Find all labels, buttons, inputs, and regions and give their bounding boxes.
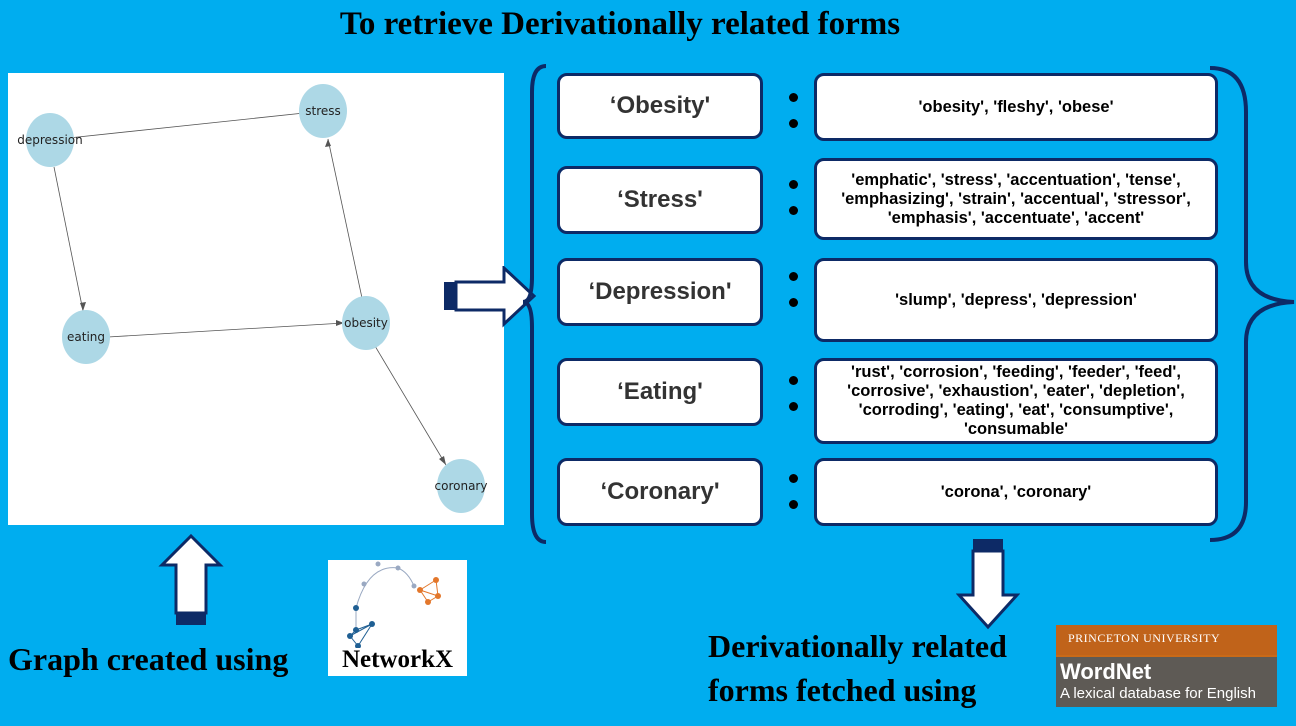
arrowhead-icon bbox=[336, 320, 344, 326]
colon-separator bbox=[786, 93, 800, 145]
forms-box-eating: 'rust', 'corrosion', 'feeding', 'feeder'… bbox=[814, 358, 1218, 444]
graph-node-obesity bbox=[342, 296, 390, 350]
wordnet-caption-line1: Derivationally related bbox=[708, 628, 1007, 664]
edge-depression-eating bbox=[53, 166, 84, 312]
graph-node-label: eating bbox=[67, 330, 105, 344]
wordnet-logo-tagline: A lexical database for English bbox=[1060, 685, 1256, 702]
arrowhead-icon bbox=[80, 302, 86, 311]
term-box-coronary: ‘Coronary' bbox=[557, 458, 763, 526]
wordnet-logo: PRINCETON UNIVERSITY WordNet A lexical d… bbox=[1056, 625, 1277, 707]
left-brace-icon bbox=[522, 64, 547, 544]
down-arrow-icon bbox=[956, 539, 1020, 630]
graph-node-depression bbox=[26, 113, 74, 167]
term-box-stress: ‘Stress' bbox=[557, 166, 763, 234]
edge-obesity-coronary bbox=[374, 345, 447, 466]
graph-node-stress bbox=[299, 84, 347, 138]
page-title: To retrieve Derivationally related forms bbox=[339, 6, 901, 42]
colon-separator bbox=[786, 474, 800, 526]
colon-separator bbox=[786, 180, 800, 232]
term-box-depression: ‘Depression' bbox=[557, 258, 763, 326]
graph-node-label: depression bbox=[17, 133, 82, 147]
graph-node-label: obesity bbox=[344, 316, 388, 330]
graph-caption: Graph created using bbox=[8, 641, 289, 677]
edge-depression-stress bbox=[49, 110, 324, 141]
right-arrow-icon bbox=[444, 266, 537, 328]
colon-separator bbox=[786, 376, 800, 428]
colon-separator bbox=[786, 272, 800, 324]
princeton-university-text: PRINCETON UNIVERSITY bbox=[1068, 631, 1221, 645]
graph-canvas: depression stress eating obesity coronar… bbox=[17, 84, 488, 513]
arrowhead-icon bbox=[325, 139, 331, 147]
wordnet-caption-line2: forms fetched using bbox=[708, 672, 977, 708]
up-arrow-icon bbox=[158, 533, 224, 625]
graph-node-eating bbox=[62, 310, 110, 364]
networkx-graph-icon bbox=[347, 561, 441, 649]
graph-node-label: coronary bbox=[435, 479, 488, 493]
networkx-logo: NetworkX bbox=[328, 560, 467, 676]
edge-eating-obesity bbox=[107, 322, 345, 338]
wordnet-logo-name: WordNet bbox=[1060, 659, 1152, 684]
graph-node-label: stress bbox=[305, 104, 341, 118]
graph-panel: depression stress eating obesity coronar… bbox=[8, 73, 504, 525]
networkx-logo-text: NetworkX bbox=[341, 646, 454, 673]
forms-box-coronary: 'corona', 'coronary' bbox=[814, 458, 1218, 526]
forms-box-obesity: 'obesity', 'fleshy', 'obese' bbox=[814, 73, 1218, 141]
right-brace-icon bbox=[1209, 66, 1295, 542]
arrowhead-icon bbox=[439, 456, 446, 465]
graph-node-coronary bbox=[437, 459, 485, 513]
forms-box-depression: 'slump', 'depress', 'depression' bbox=[814, 258, 1218, 342]
term-box-eating: ‘Eating' bbox=[557, 358, 763, 426]
edge-obesity-stress bbox=[327, 138, 363, 299]
term-box-obesity: ‘Obesity' bbox=[557, 73, 763, 139]
forms-box-stress: 'emphatic', 'stress', 'accentuation', 't… bbox=[814, 158, 1218, 240]
